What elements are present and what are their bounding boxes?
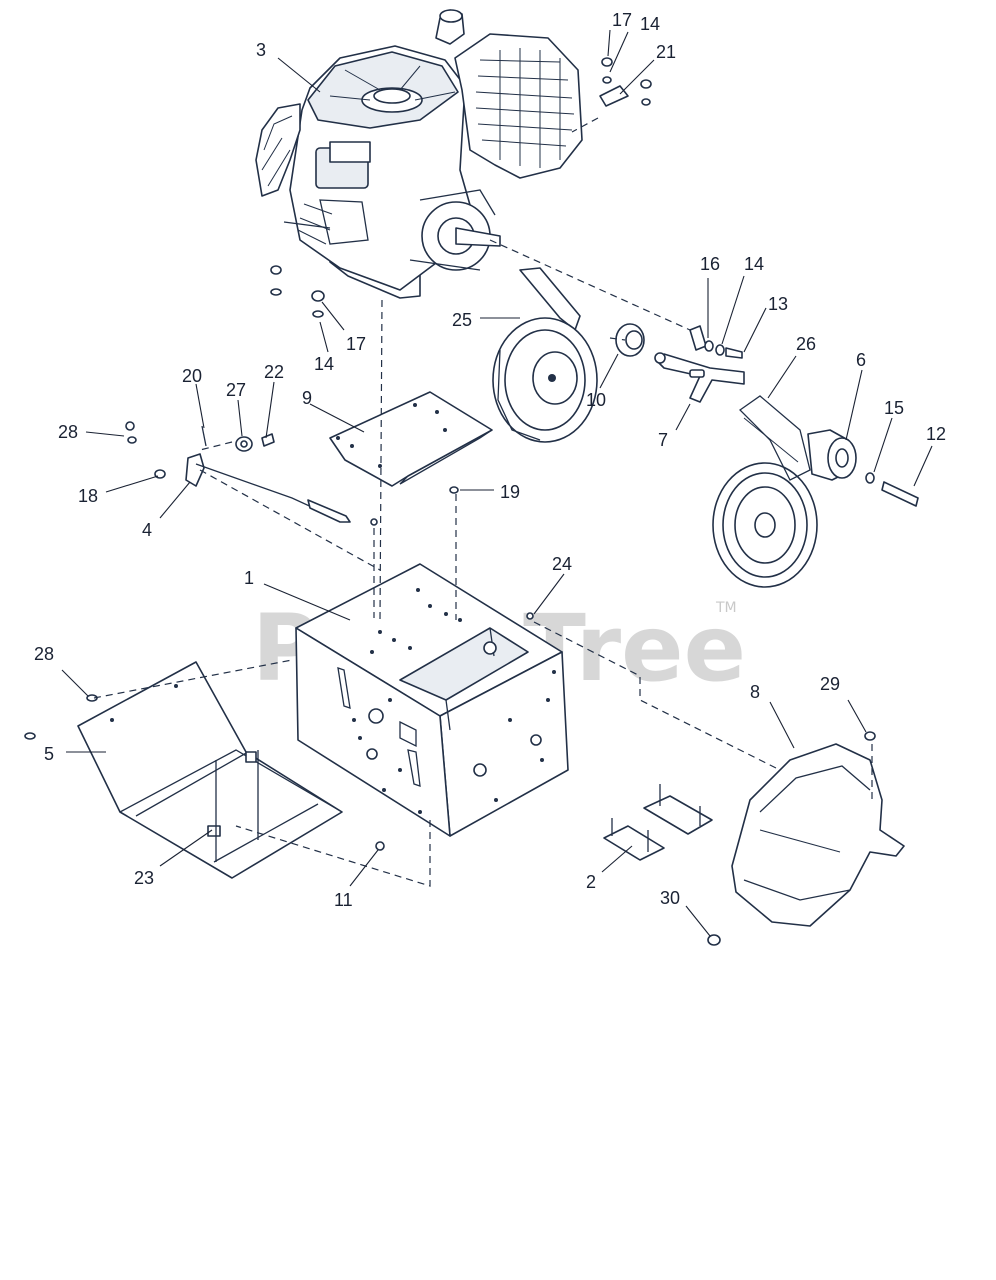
callout-label: 28 <box>34 644 54 664</box>
callout-label: 11 <box>334 890 353 910</box>
fasteners[interactable] <box>24 486 876 946</box>
callout-label: 16 <box>700 254 720 274</box>
callout-label: 22 <box>264 362 284 382</box>
callout-labels: 3 17 14 21 25 16 14 13 26 6 17 14 10 7 1… <box>34 10 946 910</box>
callout-label: 20 <box>182 366 202 386</box>
mounting-plate[interactable] <box>329 391 493 487</box>
idler-pulley[interactable] <box>615 323 645 357</box>
drive-pulley[interactable] <box>712 395 818 588</box>
belt-cover[interactable] <box>731 743 905 927</box>
callout-label: 23 <box>134 868 154 888</box>
callout-label: 19 <box>500 482 520 502</box>
bottom-cover-plate[interactable] <box>77 661 343 879</box>
callout-label: 7 <box>658 430 668 450</box>
callout-label: 15 <box>884 398 904 418</box>
pulley-belt-assembly[interactable] <box>492 267 598 443</box>
callout-label: 14 <box>640 14 660 34</box>
callout-label: 18 <box>78 486 98 506</box>
callout-label: 17 <box>612 10 632 30</box>
callout-label: 10 <box>586 390 606 410</box>
engine-pulley[interactable] <box>807 429 857 481</box>
engine-hardware[interactable] <box>270 57 652 318</box>
belt-guide-bracket[interactable] <box>689 325 743 359</box>
watermark-trademark: TM <box>715 600 737 616</box>
callout-label: 28 <box>58 422 78 442</box>
callout-label: 27 <box>226 380 246 400</box>
callout-label: 8 <box>750 682 760 702</box>
main-frame[interactable] <box>295 563 569 837</box>
assembly-lines <box>93 117 873 887</box>
callout-label: 12 <box>926 424 946 444</box>
callout-label: 3 <box>256 40 266 60</box>
pulley-bolt[interactable] <box>865 472 919 507</box>
callout-label: 2 <box>586 872 596 892</box>
callout-label: 25 <box>452 310 472 330</box>
mounting-brackets[interactable] <box>603 784 713 861</box>
callout-label: 9 <box>302 388 312 408</box>
callout-label: 29 <box>820 674 840 694</box>
callout-label: 4 <box>142 520 152 540</box>
callout-label: 14 <box>314 354 334 374</box>
control-linkage[interactable] <box>125 421 351 523</box>
callout-label: 17 <box>346 334 366 354</box>
callout-label: 5 <box>44 744 54 764</box>
engine-part[interactable] <box>255 9 583 299</box>
idler-arm[interactable] <box>654 352 745 403</box>
callout-label: 1 <box>244 568 254 588</box>
callout-label: 21 <box>656 42 676 62</box>
callout-label: 13 <box>768 294 788 314</box>
callout-label: 30 <box>660 888 680 908</box>
callout-label: 24 <box>552 554 572 574</box>
leader-lines <box>61 29 933 937</box>
callout-label: 14 <box>744 254 764 274</box>
callout-label: 6 <box>856 350 866 370</box>
callout-label: 26 <box>796 334 816 354</box>
